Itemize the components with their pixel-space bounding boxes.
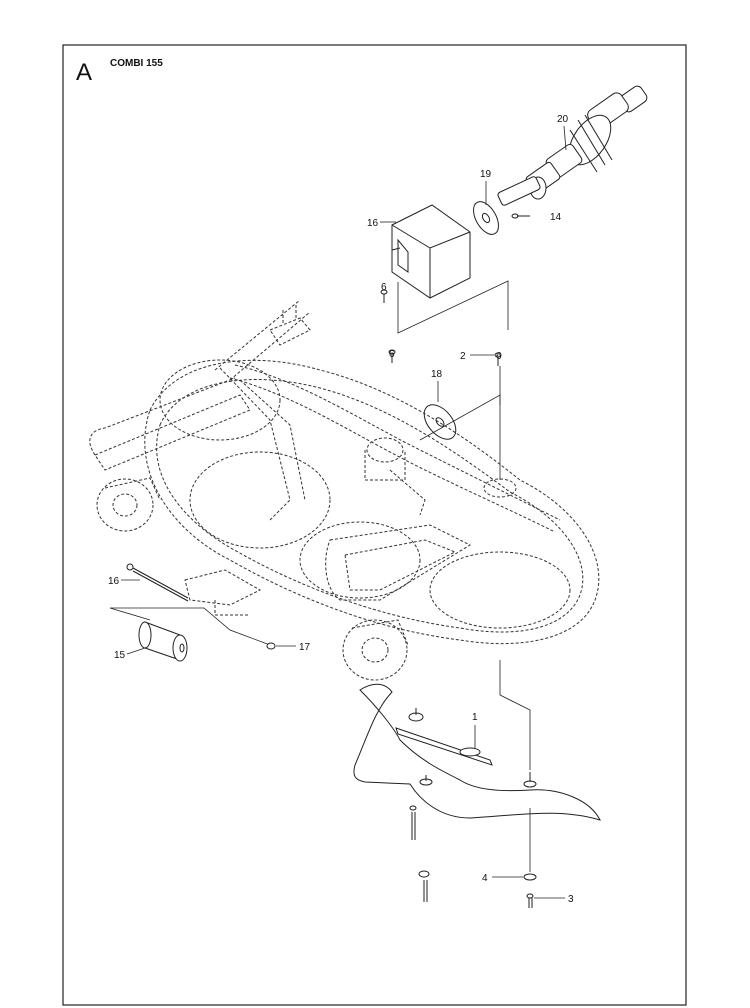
- diagram-frame: [62, 44, 687, 1006]
- svg-text:19: 19: [480, 169, 492, 180]
- callout-18: 18: [431, 369, 443, 402]
- nut-17: [266, 642, 276, 650]
- svg-text:16: 16: [367, 218, 379, 229]
- callout-4: 4: [482, 873, 523, 884]
- screw-6-right: [494, 352, 502, 366]
- screw-below-plate: [409, 805, 417, 840]
- model-code: COMBI 155: [110, 58, 163, 69]
- washer-4: [523, 873, 537, 881]
- svg-text:16: 16: [108, 576, 120, 587]
- svg-text:14: 14: [550, 212, 562, 223]
- callout-16-left: 16: [108, 576, 140, 587]
- callout-1: 1: [472, 712, 478, 723]
- drive-shaft-assembly: [497, 85, 648, 206]
- washer-4-left: [418, 870, 430, 902]
- callout-16: 16: [367, 218, 396, 229]
- callout-19: 19: [480, 169, 492, 205]
- svg-text:20: 20: [557, 114, 569, 125]
- screw-6-top: [380, 289, 388, 303]
- svg-text:6: 6: [389, 349, 395, 360]
- svg-text:1: 1: [472, 712, 478, 723]
- svg-text:18: 18: [431, 369, 443, 380]
- callout-15: 15: [114, 647, 146, 661]
- bolt-14: [511, 213, 530, 219]
- mower-deck: [89, 299, 600, 681]
- callout-2: 2: [460, 351, 494, 362]
- callout-20: 20: [557, 114, 569, 151]
- callout-3: 3: [534, 894, 574, 905]
- svg-text:17: 17: [299, 642, 311, 653]
- callout-6-right: 6: [496, 351, 502, 362]
- screw-6-mid: [388, 349, 396, 363]
- roller-15: [138, 621, 188, 662]
- callout-6-top: 6: [381, 282, 387, 293]
- svg-text:6: 6: [381, 282, 387, 293]
- washer-19: [473, 201, 499, 235]
- svg-text:15: 15: [114, 650, 126, 661]
- svg-text:2: 2: [460, 351, 466, 362]
- svg-text:6: 6: [496, 351, 502, 362]
- bolt-3: [526, 893, 534, 908]
- svg-text:4: 4: [482, 873, 488, 884]
- section-letter: A: [76, 59, 92, 86]
- callout-6-mid: 6: [389, 349, 395, 360]
- svg-text:3: 3: [568, 894, 574, 905]
- belt-guard-16: [391, 204, 471, 299]
- callout-17: 17: [276, 642, 311, 653]
- cover-plate-1: [353, 683, 601, 821]
- long-bolt-16: [126, 563, 189, 602]
- plate-18: [423, 404, 457, 440]
- callout-14: 14: [550, 212, 562, 223]
